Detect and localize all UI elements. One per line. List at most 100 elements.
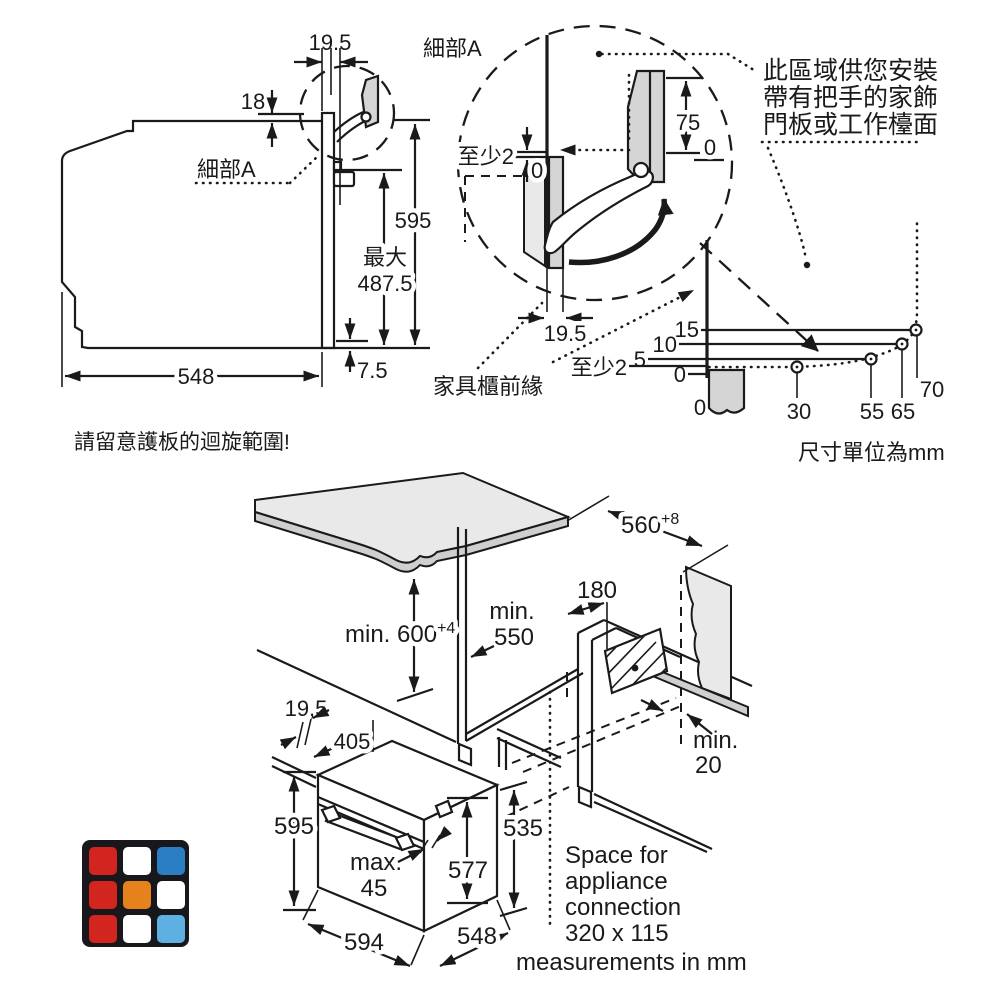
leader-dotted	[476, 301, 544, 370]
x-tick-55: 55	[860, 399, 884, 424]
annotation-line-1: 此區域供您安裝	[763, 57, 938, 85]
dim-label-180: 180	[577, 577, 617, 604]
dim-arrow	[439, 932, 509, 967]
leader-arrow	[397, 848, 425, 863]
logo-tile	[123, 847, 151, 875]
dim-tick	[296, 721, 304, 749]
door-swing-arrow	[568, 198, 674, 266]
dim-label-19-5: 19.5	[309, 30, 352, 55]
door-handle-knob	[332, 170, 356, 188]
connection-note-3: connection	[565, 894, 681, 921]
floor-line-right	[593, 793, 713, 850]
logo-tile	[89, 915, 117, 943]
dim-tick	[419, 839, 429, 854]
handle-end-left	[320, 804, 342, 824]
dim-arrow	[436, 826, 452, 842]
chart-cabinet-strip	[707, 368, 746, 415]
dim-tick	[396, 687, 434, 703]
cabinet-right-foot	[577, 785, 593, 809]
oven-body-outline	[60, 119, 322, 350]
leader-arrow	[470, 645, 495, 658]
annotation-leader-dotted	[766, 146, 808, 262]
connection-note-2: appliance	[565, 868, 668, 895]
lower-cabinet-line	[271, 756, 317, 779]
floor-line-left	[256, 649, 457, 743]
dim-label-7-5: 7.5	[357, 358, 388, 383]
hinge-pivot	[632, 161, 650, 179]
lower-cabinet-line3	[496, 727, 562, 760]
dim-label-595-oven: 595	[274, 813, 314, 840]
side-view: 19.5 18 細部A 595 最大 487.5 7.5 548 請留意護板的迴…	[60, 30, 436, 454]
niche-top-edge	[577, 619, 605, 634]
leader-arrow	[640, 699, 664, 712]
dim-label-min600: min. 600+4	[345, 620, 455, 648]
dim-label-19-5-oven: 19,5	[285, 696, 328, 721]
handle-end-right	[394, 832, 416, 852]
x-tick-70: 70	[920, 377, 944, 402]
dim-label-405: 405	[334, 729, 371, 754]
dim-label-550: 550	[494, 624, 534, 651]
logo-tile	[123, 915, 151, 943]
mini-hinge-pivot	[360, 111, 372, 123]
dot-origin	[595, 50, 603, 58]
caution-note: 請留意護板的迴旋範圍!	[74, 431, 290, 454]
cabinet-left-foot	[457, 742, 473, 767]
countertop-edge-band	[254, 510, 569, 573]
chart-markers	[790, 323, 923, 374]
dim-arrow	[313, 733, 364, 758]
units-note-bottom: measurements in mm	[516, 949, 747, 976]
dim-label-max-prefix: max.	[350, 849, 402, 876]
dotted-ref	[726, 52, 759, 74]
detail-a-circle	[456, 24, 734, 302]
ext-line	[302, 889, 319, 921]
ext-line	[566, 495, 610, 522]
door-shadow-region	[523, 175, 546, 268]
dim-label-18: 18	[241, 89, 265, 114]
x-tick-65: 65	[891, 399, 915, 424]
logo-tile	[89, 881, 117, 909]
projection-dashed4	[504, 786, 570, 818]
gap-chart: 15 10 5 至少2 0 0 30 55 65 70 尺寸單位為mm	[571, 216, 945, 465]
annotation-line-3: 門板或工作檯面	[763, 111, 938, 139]
logo-tile	[157, 847, 185, 875]
logo-tile	[157, 881, 185, 909]
leader-dotted	[551, 288, 696, 364]
dim-label-19-5-detail: 19.5	[544, 321, 587, 346]
hinge-arm	[543, 170, 654, 255]
dim-label-577: 577	[448, 857, 488, 884]
dim-tick	[499, 780, 528, 792]
y-tick-min2: 至少2	[571, 355, 627, 380]
x-tick-0: 0	[694, 395, 706, 420]
detail-a-view: 細部A 至少2 0 75 0	[423, 24, 938, 399]
units-note-top: 尺寸單位為mm	[798, 440, 945, 465]
dim-tick	[304, 718, 312, 746]
dot-end	[803, 261, 811, 269]
dim-label-548-oven: 548	[457, 923, 497, 950]
oven-front-panel	[320, 111, 336, 350]
dim-label-487-5: 487.5	[357, 271, 412, 296]
detail-a-title: 細部A	[423, 36, 482, 61]
y-tick-15: 15	[675, 317, 699, 342]
dim-arrow	[307, 922, 411, 968]
floor-line-right2	[593, 800, 708, 854]
furniture-edge-label: 家具櫃前緣	[433, 374, 543, 399]
mini-hinge-arm-bottom	[336, 120, 366, 143]
right-wall	[684, 565, 732, 701]
dim-arrow	[607, 509, 703, 548]
connection-note-4: 320 x 115	[565, 920, 669, 947]
projection-dashed2	[522, 705, 682, 773]
y-tick-0: 0	[674, 362, 686, 387]
detail-a-label: 細部A	[197, 157, 256, 182]
dim-label-548: 548	[178, 364, 215, 389]
ext-line	[496, 899, 511, 931]
dim-label-max: 最大	[363, 245, 407, 270]
zero-handle-label: 0	[704, 135, 716, 160]
leader-dotted	[288, 153, 321, 185]
dim-label-595: 595	[395, 208, 432, 233]
niche-floor-edge2	[465, 672, 584, 742]
dim-label-min: min.	[489, 598, 534, 625]
brand-logo	[82, 840, 189, 947]
dashed-pointer-arrow	[699, 242, 819, 352]
